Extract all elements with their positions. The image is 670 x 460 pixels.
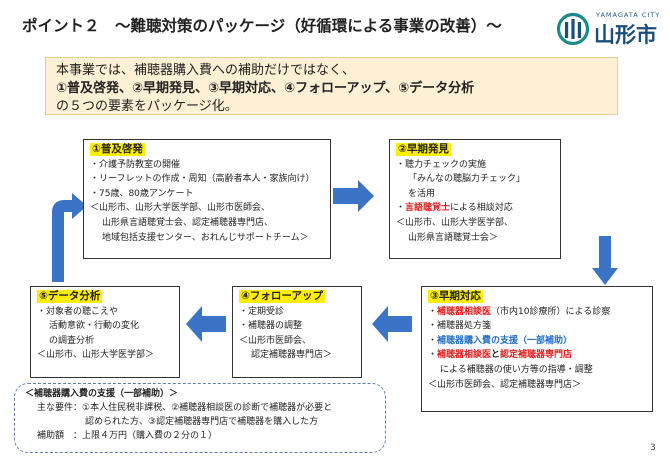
speech-therapist-label: 言語聴覚士 (405, 203, 451, 214)
certified-shop-label: 認定補聴器専門店 (500, 350, 573, 361)
subsidy-note: ＜補聴器購入費の支援（一部補助）＞ 主な要件：①本人住民税非課税、②補聴器相談医… (14, 383, 386, 453)
logo-city-name: 山形市 (594, 22, 657, 47)
hearing-doctor-label: 補聴器相談医 (437, 306, 492, 317)
intro-line-2: ①普及啓発、②早期発見、③早期対応、④フォローアップ、⑤データ分析 (56, 81, 475, 96)
arrow-3-to-4 (372, 306, 412, 342)
box-early-response-line: ・補聴器相談医（市内10診療所）による診察 (428, 306, 611, 317)
box-early-response-line: ・補聴器購入費の支援（一部補助） (428, 335, 573, 346)
intro-box: 本事業では、補聴器購入費への補助だけではなく、 ①普及啓発、②早期発見、③早期対… (45, 57, 618, 115)
box-data-analysis: ⑤データ分析 ・対象者の聴こえや 活動意欲・行動の変化 の調査分析 ＜山形市、山… (30, 286, 180, 378)
box-data-analysis-line: ＜山形市、山形大学医学部＞ (37, 350, 155, 361)
subsidy-requirements: 主な要件：①本人住民税非課税、②補聴器相談医の診断で補聴器が必要と (37, 403, 333, 413)
box-early-detection: ②早期発見 ・聴力チェックの実施 「みんなの聴脳力チェック」 を活用 ・言語聴覚… (389, 139, 561, 259)
box-early-response-line: による補聴器の使い方等の指導・調整 (440, 364, 593, 375)
logo-city-en: YAMAGATA CITY (596, 11, 661, 19)
subsidy-note-title: ＜補聴器購入費の支援（一部補助）＞ (25, 389, 179, 399)
box-early-response-line: ・補聴器相談医と認定補聴器専門店 (428, 350, 573, 361)
box-early-detection-line: を活用 (408, 188, 436, 199)
box-awareness-line: ・75歳、80歳アンケート (90, 188, 194, 199)
box-early-response-text: と (491, 350, 501, 361)
box-early-detection-text: による相談対応 (450, 203, 513, 214)
box-early-response-heading: ③早期対応 (428, 290, 483, 303)
arrow-4-to-5 (186, 306, 226, 342)
box-early-detection-line: ＜山形市、山形大学医学部、 (396, 217, 514, 228)
arrow-1-to-2 (333, 180, 374, 212)
box-follow-up: ④フォローアップ ・定期受診 ・補聴器の調整 ＜山形市医師会、 認定補聴器専門店… (232, 286, 362, 378)
box-data-analysis-line: の調査分析 (49, 335, 95, 346)
box-early-response-text: （市内10診療所）による診察 (491, 306, 611, 317)
box-early-response-line: ＜山形市医師会、認定補聴器専門店＞ (428, 379, 582, 390)
box-awareness-line: 山形県言語聴覚士会、認定補聴器専門店、 (102, 217, 274, 228)
subsidy-requirements: 認められた方、③認定補聴器専門店で補聴器を購入した方 (85, 417, 319, 427)
page-title: ポイント２ ～難聴対策のパッケージ（好循環による事業の改善）～ (22, 17, 502, 35)
intro-line-1: 本事業では、補聴器購入費への補助だけではなく、 (56, 63, 356, 78)
box-data-analysis-line: 活動意欲・行動の変化 (49, 321, 140, 332)
box-awareness-line: ・リーフレットの作成・周知（高齢者本人・家族向け） (90, 174, 315, 185)
box-data-analysis-heading: ⑤データ分析 (37, 290, 103, 303)
page-number: 3 (650, 443, 656, 453)
yamagata-emblem-icon (556, 12, 590, 46)
box-early-detection-line: 山形県言語聴覚士会＞ (408, 232, 499, 243)
purchase-support-label: 補聴器購入費の支援（一部補助） (437, 335, 573, 346)
box-awareness-line: ＜山形市、山形大学医学部、山形市医師会、 (90, 203, 271, 214)
yamagata-city-logo: YAMAGATA CITY 山形市 (556, 8, 666, 48)
box-early-detection-heading: ②早期発見 (396, 143, 451, 156)
box-awareness-line: 地域包括支援センター、おれんじサポートチーム＞ (102, 232, 309, 243)
box-follow-up-line: 認定補聴器専門店＞ (251, 350, 333, 361)
box-awareness: ①普及啓発 ・介護予防教室の開催 ・リーフレットの作成・周知（高齢者本人・家族向… (83, 139, 331, 259)
box-early-response-line: ・補聴器処方箋 (428, 321, 492, 332)
box-data-analysis-line: ・対象者の聴こえや (37, 306, 119, 317)
subsidy-amount: 補助額 ：上限４万円（購入費の２分の１） (37, 431, 218, 441)
box-awareness-line: ・介護予防教室の開催 (90, 159, 181, 170)
intro-line-3: の５つの要素をパッケージ化。 (56, 99, 238, 114)
hearing-doctor-label: 補聴器相談医 (437, 350, 492, 361)
box-early-detection-line: ・言語聴覚士による相談対応 (396, 203, 513, 214)
arrow-5-to-1 (52, 200, 74, 282)
box-follow-up-heading: ④フォローアップ (239, 290, 325, 303)
box-follow-up-line: ・定期受診 (239, 306, 285, 317)
box-early-detection-line: 「みんなの聴脳力チェック」 (408, 174, 526, 185)
box-follow-up-line: ＜山形市医師会、 (239, 335, 312, 346)
box-awareness-heading: ①普及啓発 (90, 143, 145, 156)
box-follow-up-line: ・補聴器の調整 (239, 321, 303, 332)
box-early-response: ③早期対応 ・補聴器相談医（市内10診療所）による診察 ・補聴器処方箋 ・補聴器… (421, 286, 653, 412)
box-early-detection-line: ・聴力チェックの実施 (396, 159, 487, 170)
